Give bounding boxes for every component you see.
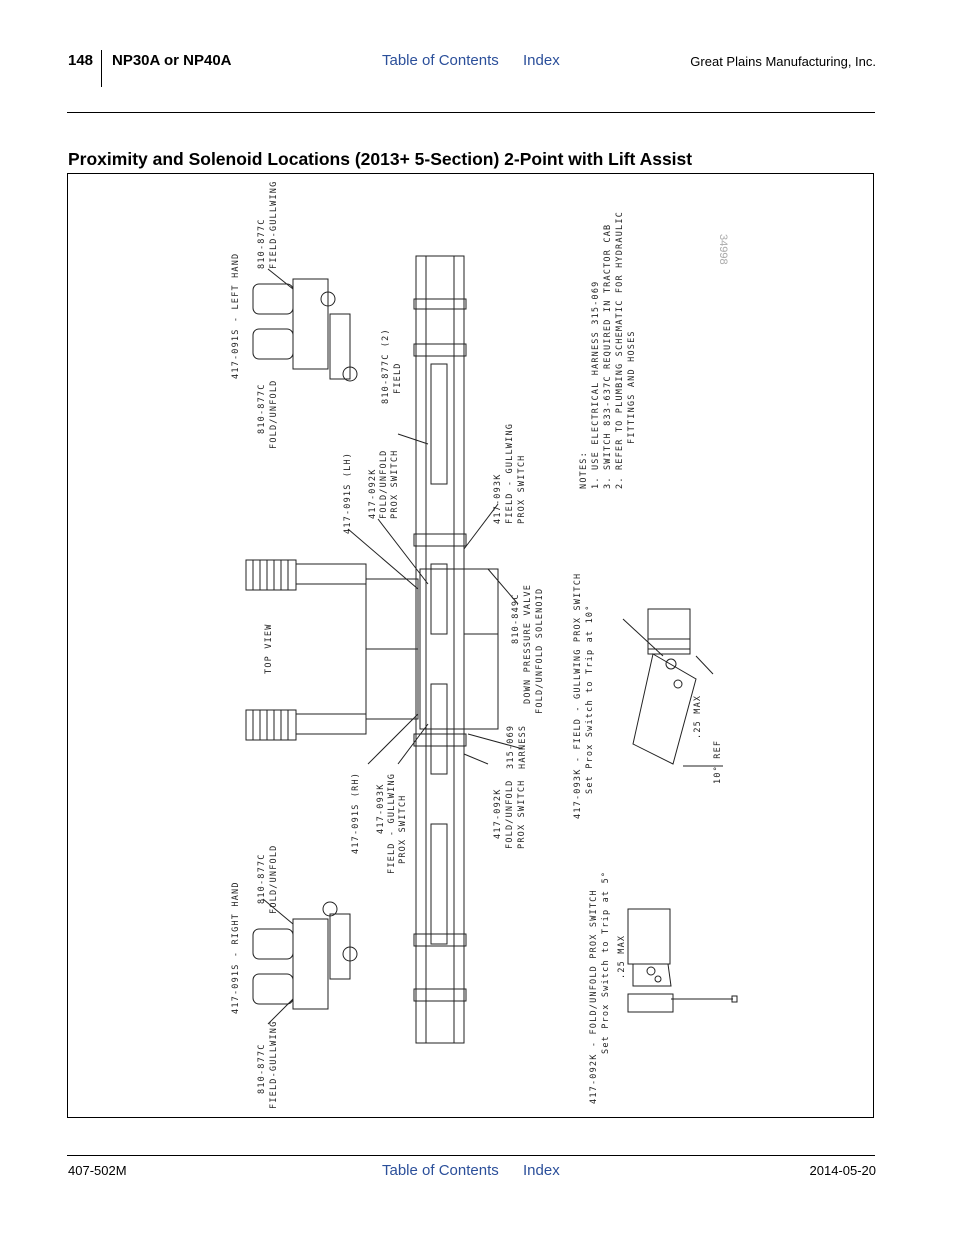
note-2: 2. REFER TO PLUMBING SCHEMATIC FOR HYDRA… [615,211,625,489]
toc-link-footer[interactable]: Table of Contents [382,1162,499,1179]
header-divider [101,50,102,87]
label-harness-desc: HARNESS [518,725,528,769]
toc-link-header[interactable]: Table of Contents [382,52,499,69]
label-lh-field-desc: FIELD-GULLWING [269,181,279,269]
label-fold-prox-rh-desc1: FOLD/UNFOLD [505,780,515,850]
label-lh-fold-part: 810-877C [257,383,267,434]
label-fold-prox-lh-part: 417-092K [368,468,378,519]
label-prox-rh: 417-091S (RH) [351,772,361,854]
label-fold-prox-lh-desc1: FOLD/UNFOLD [379,450,389,520]
doc-number: 407-502M [68,1163,127,1178]
label-detail-fold-1: 417-092K - FOLD/UNFOLD PROX SWITCH [589,889,599,1104]
index-link-footer[interactable]: Index [523,1162,560,1179]
label-harness-part: 315-069 [506,725,516,769]
label-rh-field-part: 810-877C [257,1043,267,1094]
label-gull-prox-rh-desc2: PROX SWITCH [398,795,408,865]
label-fold-prox-rh-part: 417-092K [493,788,503,839]
label-field-2-desc: FIELD [393,362,403,394]
notes-title: NOTES: [579,451,589,489]
label-detail-fold-max: .25 MAX [617,935,627,979]
technical-drawing: 34998 417-091S - LEFT HAND 810-877C FIEL… [231,181,738,1109]
drawing-frame: 34998 417-091S - LEFT HAND 810-877C FIEL… [67,173,874,1118]
index-link-header[interactable]: Index [523,52,560,69]
label-fold-prox-rh-desc2: PROX SWITCH [517,780,527,850]
detail-gullwing-mount [647,608,691,650]
label-gull-prox-rh-desc1: FIELD - GULLWING [387,773,397,874]
label-lh-field-part: 810-877C [257,218,267,269]
drawing-number: 34998 [717,234,729,265]
label-top-view: TOP VIEW [264,623,274,674]
company-name: Great Plains Manufacturing, Inc. [690,54,876,69]
page-number: 148 [68,52,94,69]
label-gull-prox-top-desc1: FIELD - GULLWING [505,423,515,524]
label-detail-gull-1: 417-093K - FIELD - GULLWING PROX SWITCH [573,573,583,819]
label-rh-field-desc: FIELD-GULLWING [269,1021,279,1109]
label-down-pressure-desc2: FOLD/UNFOLD SOLENOID [535,588,545,714]
detail-gullwing-arm [632,653,697,765]
footer-rule [67,1155,875,1156]
label-gull-prox-top-desc2: PROX SWITCH [517,455,527,525]
note-1: 1. USE ELECTRICAL HARNESS 315-069 [591,281,601,489]
label-gull-prox-rh-part: 417-093K [376,783,386,834]
label-lh-fold-desc: FOLD/UNFOLD [269,380,279,450]
lh-solenoid-coil-2 [252,328,294,360]
label-gull-prox-top-part: 417-093K [493,473,503,524]
doc-date: 2014-05-20 [809,1163,877,1178]
label-down-pressure-part: 810-849C [511,593,521,644]
detail-fold-mount [627,908,671,965]
section-title: Proximity and Solenoid Locations (2013+ … [68,149,693,169]
label-field-2-part: 810-877C (2) [381,328,391,404]
cylinder-bottom [430,823,448,945]
label-rh-fold-part: 810-877C [257,853,267,904]
header-rule [67,112,875,113]
label-detail-fold-2: Set Prox Switch to Trip at 5° [601,871,611,1054]
lh-solenoid-coil-1 [252,283,294,315]
label-detail-gull-2: Set Prox Switch to Trip at 10° [585,604,595,794]
rh-solenoid-coil-2 [252,973,294,1005]
note-3: 3. SWITCH 833-637C REQUIRED IN TRACTOR C… [603,224,613,489]
note-2b: FITTINGS AND HOSES [627,330,637,444]
label-fold-prox-lh-desc2: PROX SWITCH [390,450,400,520]
model-name: NP30A or NP40A [112,52,232,69]
label-detail-gull-ref: 10° REF [713,740,723,784]
toolbar-frame [415,255,465,1044]
label-down-pressure-desc1: DOWN PRESSURE VALVE [523,584,533,704]
cylinder-top [430,363,448,485]
label-rh-fold-desc: FOLD/UNFOLD [269,845,279,915]
rh-solenoid-coil-1 [252,928,294,960]
label-prox-lh: 417-091S (LH) [343,452,353,534]
label-detail-gull-max: .25 MAX [693,695,703,739]
label-rh-block: 417-091S - RIGHT HAND [231,881,241,1014]
label-lh-block: 417-091S - LEFT HAND [231,253,241,379]
